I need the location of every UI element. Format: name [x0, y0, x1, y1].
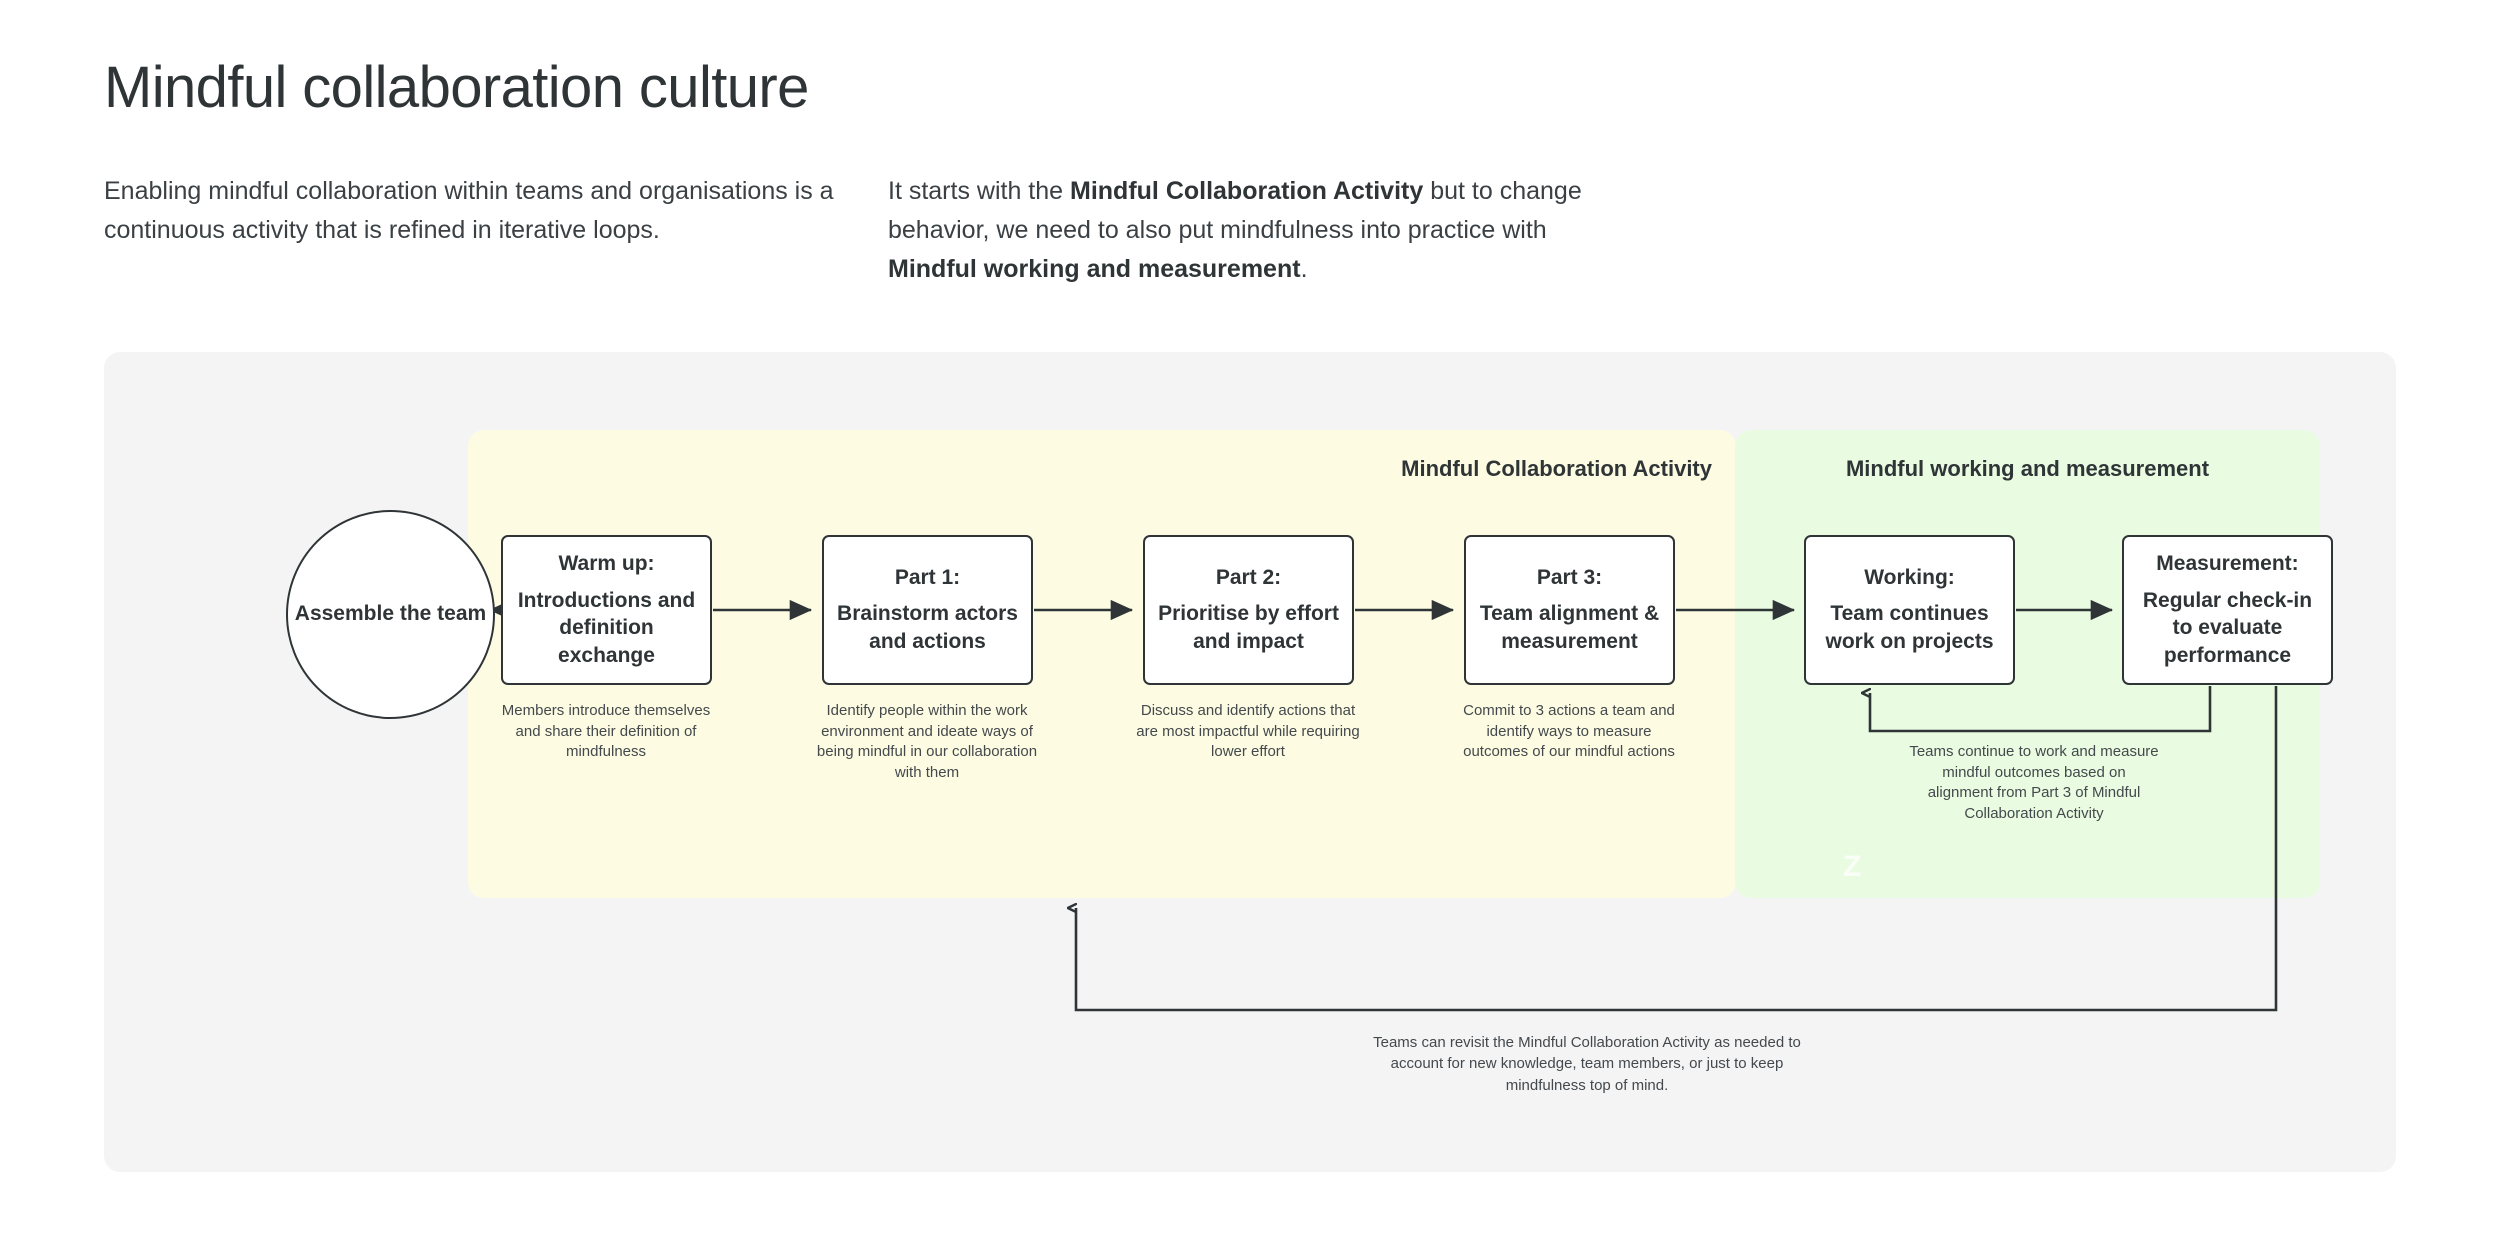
intro-emphasis: Mindful working and measurement: [888, 255, 1301, 283]
node-measurement-head: Measurement:: [2156, 552, 2299, 576]
intro-paragraph-left: Enabling mindful collaboration within te…: [104, 177, 834, 244]
caption-part-2: Discuss and identify actions that are mo…: [1136, 702, 1360, 761]
node-part-1-body: Brainstorm actors and actions: [837, 602, 1018, 654]
caption-working-loop: Teams continue to work and measure mindf…: [1909, 743, 2159, 823]
node-working-head: Working:: [1864, 566, 1955, 590]
caption-part-1: Identify people within the work environm…: [816, 702, 1038, 782]
intro-emphasis: Mindful Collaboration Activity: [1070, 177, 1424, 205]
node-part-1[interactable]: Part 1: Brainstorm actors and actions: [822, 535, 1033, 685]
node-assemble-the-team[interactable]: Assemble the team: [286, 510, 495, 719]
node-measurement-body: Regular check-in to evaluate performance: [2142, 588, 2313, 667]
panel-title-activity: Mindful Collaboration Activity: [1401, 456, 1712, 481]
node-part-1-head: Part 1:: [894, 566, 961, 590]
caption-part-3: Commit to 3 actions a team and identify …: [1463, 702, 1675, 761]
node-warm-up-body: Introductions and definition exchange: [517, 588, 696, 667]
node-part-3-head: Part 3:: [1536, 566, 1603, 590]
node-working[interactable]: Working: Team continues work on projects: [1804, 535, 2015, 685]
node-part-3-body: Team alignment & measurement: [1479, 602, 1660, 654]
node-working-body: Team continues work on projects: [1825, 602, 1994, 654]
page-title: Mindful collaboration culture: [104, 55, 809, 120]
node-warm-up-head: Warm up:: [558, 552, 655, 576]
intro-text: .: [1300, 255, 1308, 283]
intro-paragraph-right: It starts with the Mindful Collaboration…: [888, 172, 1628, 289]
node-measurement[interactable]: Measurement: Regular check-in to evaluat…: [2122, 535, 2333, 685]
intro-text: but to change behavior, we need to also …: [888, 177, 1582, 244]
node-part-2-head: Part 2:: [1215, 566, 1282, 590]
caption-revisit-loop: Teams can revisit the Mindful Collaborat…: [1373, 1034, 1801, 1094]
panel-title-working: Mindful working and measurement: [1845, 456, 2210, 481]
watermark-letter: Z: [1843, 850, 1862, 883]
node-part-2[interactable]: Part 2: Prioritise by effort and impact: [1143, 535, 1354, 685]
diagram-card: Mindful Collaboration Activity Mindful w…: [104, 352, 2396, 1172]
caption-warm-up: Members introduce themselves and share t…: [501, 702, 711, 761]
node-warm-up[interactable]: Warm up: Introductions and definition ex…: [501, 535, 712, 685]
node-part-2-body: Prioritise by effort and impact: [1158, 602, 1339, 654]
node-part-3[interactable]: Part 3: Team alignment & measurement: [1464, 535, 1675, 685]
intro-text: It starts with the: [888, 177, 1071, 205]
